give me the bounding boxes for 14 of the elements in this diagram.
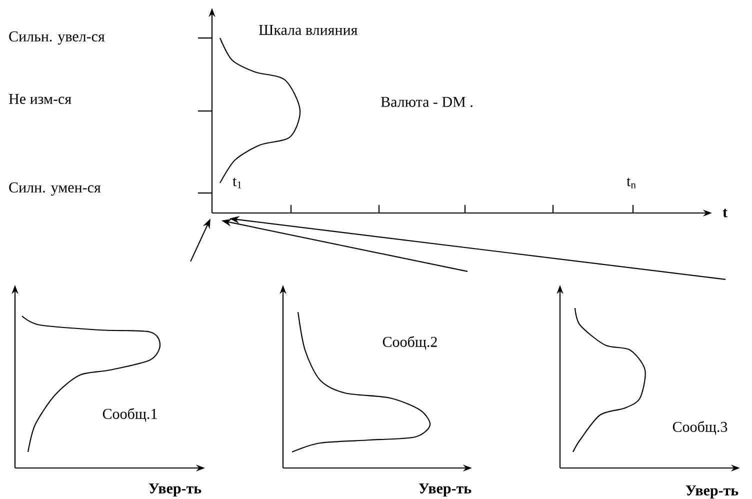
axis-label: t$_{n}$ — [626, 178, 636, 188]
chart-label: Сообщ.2 — [382, 336, 437, 350]
axis-label: Увер-ть — [418, 484, 472, 497]
axis-label: Валюта - DM . — [381, 97, 472, 108]
axis-label: Сильн. увел-ся — [9, 31, 105, 45]
axis-label: Увер-ть — [148, 484, 202, 497]
chart-label: Сообщ.3 — [672, 421, 728, 435]
chart-label: Сообщ.1 — [102, 408, 157, 422]
axis-label: t$_{1}$ — [232, 178, 242, 188]
axis-label: Шкала влияния — [259, 25, 358, 35]
axis-label: Увер-ть — [686, 486, 738, 499]
axis-label: Не изм-ся — [9, 94, 72, 104]
axis-label: Силн. умен-ся — [9, 182, 101, 196]
axis-label: t — [722, 208, 728, 218]
